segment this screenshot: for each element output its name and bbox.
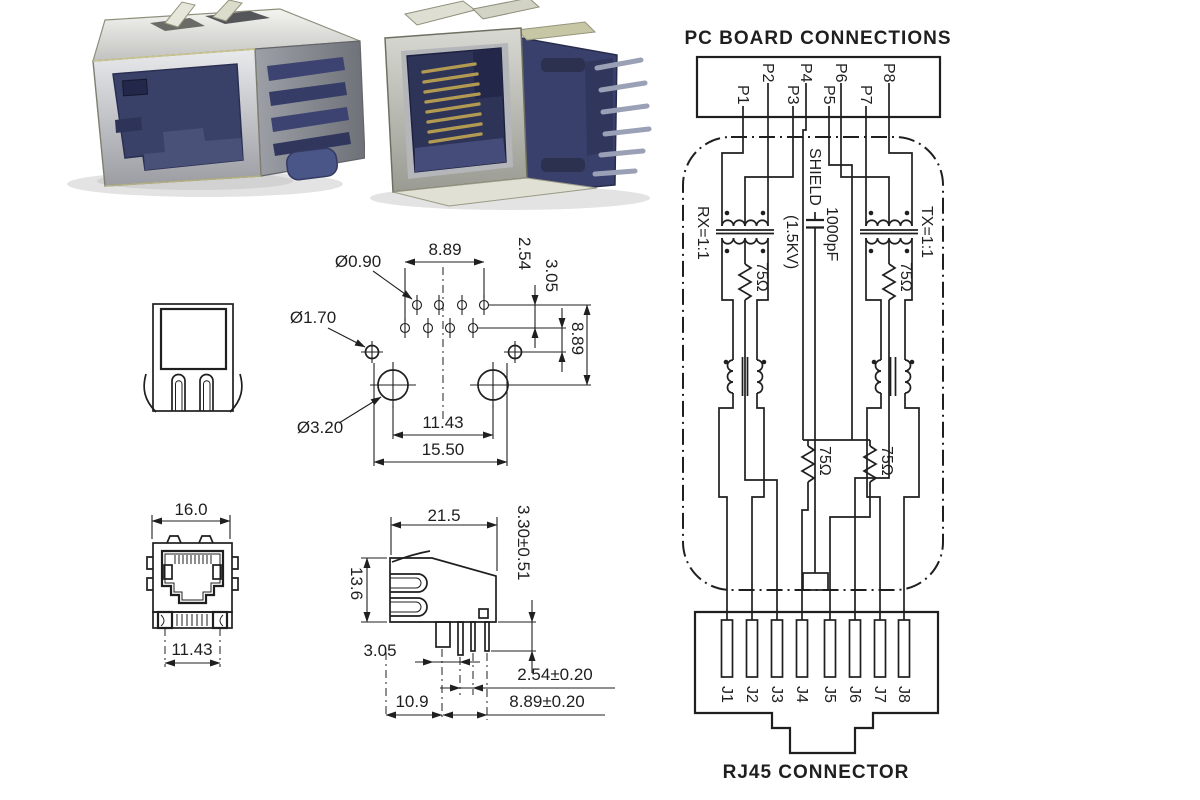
dim-pin-hole-dia: Ø0.90 xyxy=(335,252,381,271)
shield-label: SHIELD xyxy=(806,148,823,206)
connector-pin-labels: J1 J2 J3 J4 J5 J6 J7 J8 xyxy=(718,686,912,703)
pin-label-p7: P7 xyxy=(857,85,874,105)
mounting-holes xyxy=(370,362,516,408)
tx-resistor-label: 75Ω xyxy=(897,262,914,292)
pc-board-box xyxy=(695,55,942,119)
mid-left-resistor xyxy=(800,440,816,620)
rx-choke-output-wires xyxy=(718,393,765,620)
dim-row-pitch: 2.54 xyxy=(515,237,534,270)
dim-pin-row-span: 8.89 xyxy=(428,240,461,259)
contact-slots xyxy=(174,555,212,564)
dim-overall-width: 15.50 xyxy=(422,440,465,459)
connector-title: RJ45 CONNECTOR xyxy=(723,762,910,783)
top-outline-view xyxy=(143,303,243,413)
rx-label: RX=1:1 xyxy=(694,206,711,260)
cap-value-label: 1000pF xyxy=(823,207,840,261)
pin-label-j3: J3 xyxy=(768,686,785,703)
pcb-footprint-view: Ø0.90 8.89 2.54 3.05 8.89 Ø1.70 Ø3.20 xyxy=(290,237,591,466)
gold-contacts xyxy=(421,62,483,144)
dim-pin-offset: 3.05 xyxy=(363,641,396,660)
mid-right-resistor xyxy=(829,440,878,620)
pin-label-j1: J1 xyxy=(718,686,735,703)
dim-post-hole-dia: Ø1.70 xyxy=(290,308,336,327)
rx-tap-resistor xyxy=(737,238,778,620)
pin-holes-top-row xyxy=(411,295,490,315)
dim-standoff: 3.30±0.51 xyxy=(514,505,533,581)
pin-holes-bottom-row xyxy=(399,318,479,338)
post-holes xyxy=(361,341,526,363)
pin-label-j5: J5 xyxy=(821,686,838,703)
pin-label-p8: P8 xyxy=(880,63,897,83)
mounting-peg xyxy=(285,147,339,181)
mid-left-resistor-label: 75Ω xyxy=(816,446,833,476)
rj45-connector-box xyxy=(693,610,940,755)
pin-label-j7: J7 xyxy=(871,686,888,703)
tx-label: TX=1:1 xyxy=(918,206,935,258)
dim-body-depth: 21.5 xyxy=(427,506,460,525)
dim-mount-span: 11.43 xyxy=(422,413,463,432)
emi-tab-icon xyxy=(164,0,243,28)
jack-opening xyxy=(112,63,244,171)
cap-rating-label: (1.5KV) xyxy=(783,215,800,269)
dim-mount-hole-dia: Ø3.20 xyxy=(297,418,343,437)
dim-pin-pitch: 2.54±0.20 xyxy=(517,665,593,684)
mid-right-resistor-label: 75Ω xyxy=(878,446,895,476)
schematic: PC BOARD CONNECTIONS P1 P2 P3 P4 P5 P6 P… xyxy=(682,28,951,783)
top-spring-tabs xyxy=(403,0,597,41)
pin-label-p6: P6 xyxy=(832,63,849,83)
pin-hatch xyxy=(176,614,208,626)
tx-choke xyxy=(871,357,915,396)
schematic-title: PC BOARD CONNECTIONS xyxy=(684,28,951,49)
pin-label-j2: J2 xyxy=(743,686,760,703)
bottom-flange xyxy=(392,177,598,207)
pin-label-p1: P1 xyxy=(734,85,751,105)
rx-resistor-label: 75Ω xyxy=(753,262,770,292)
dim-pin-row-span: 8.89±0.20 xyxy=(509,692,585,711)
secondary-wires xyxy=(721,238,913,360)
dim-row-offset: 3.05 xyxy=(542,259,561,292)
dim-body-height: 13.6 xyxy=(347,567,366,600)
rx-choke xyxy=(723,357,767,396)
tx-tap-resistor xyxy=(854,238,897,620)
board-pin-wires xyxy=(721,117,913,440)
pin-label-j4: J4 xyxy=(793,686,810,703)
dim-vertical-span: 8.89 xyxy=(568,322,587,355)
dim-body-width: 16.0 xyxy=(174,500,207,519)
footprint-dimensions: Ø0.90 8.89 2.54 3.05 8.89 Ø1.70 Ø3.20 xyxy=(290,237,591,466)
dim-rear-depth: 10.9 xyxy=(395,692,428,711)
photo-rj45-angled xyxy=(67,0,365,197)
photo-rj45-front xyxy=(370,0,652,210)
pin-label-j6: J6 xyxy=(846,686,863,703)
board-pins xyxy=(592,57,652,177)
pin-label-j8: J8 xyxy=(895,686,912,703)
board-pin-stubs xyxy=(742,83,890,117)
mechanical-drawings: Ø0.90 8.89 2.54 3.05 8.89 Ø1.70 Ø3.20 xyxy=(143,237,615,720)
jack-right-face xyxy=(254,40,365,177)
tx-transformer xyxy=(860,210,918,254)
tx-choke-output-wires xyxy=(866,393,920,620)
board-pin-labels: P1 P2 P3 P4 P5 P6 P7 P8 xyxy=(734,63,897,105)
shield-tab xyxy=(802,572,829,591)
pin-label-p4: P4 xyxy=(797,63,814,83)
pin-label-p3: P3 xyxy=(784,85,801,105)
side-view: 21.5 13.6 3.30±0.51 3.05 2.5 xyxy=(347,505,615,720)
connector-pin-slots xyxy=(720,619,911,678)
shield-capacitor xyxy=(806,212,824,573)
pin-label-p5: P5 xyxy=(820,85,837,105)
front-view: 16.0 11.43 xyxy=(146,500,239,667)
dim-leg-span: 11.43 xyxy=(171,640,212,659)
pin-label-p2: P2 xyxy=(759,63,776,83)
